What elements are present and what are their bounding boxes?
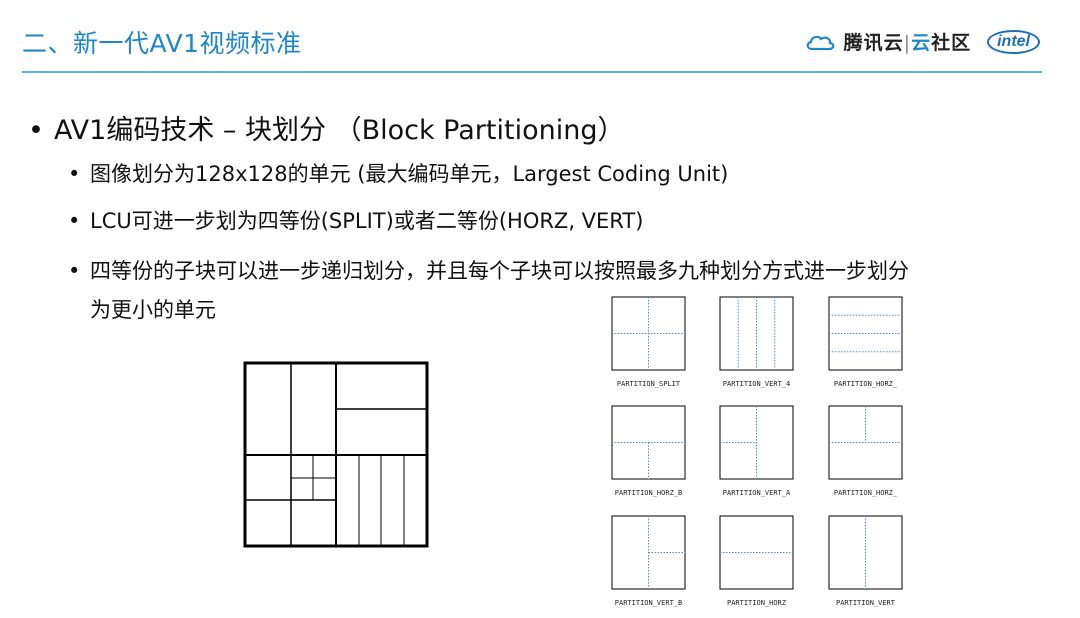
partition-label: PARTITION_VERT_A [723, 489, 791, 497]
bullet-2: •LCU可进一步划为四等份(SPLIT)或者二等份(HORZ, VERT) [68, 209, 644, 233]
partition-label: PARTITION_VERT_4 [723, 380, 790, 388]
partition-label: PARTITION_HORZ_ [834, 489, 898, 497]
partition-label: PARTITION_HORZ_ [834, 380, 898, 388]
partition-split: PARTITION_SPLIT [611, 296, 686, 388]
partition-label: PARTITION_SPLIT [617, 380, 681, 388]
bullet-1: •图像划分为128x128的单元 (最大编码单元，Largest Coding … [68, 162, 729, 186]
intel-logo: intel [987, 29, 1040, 54]
partition-vertb: PARTITION_VERT_B [611, 515, 686, 607]
partition-vert4: PARTITION_VERT_4 [719, 296, 794, 388]
bullet-3: •四等份的子块可以进一步递归划分，并且每个子块可以按照最多九种划分方式进一步划分 [68, 259, 909, 283]
partition-label: PARTITION_VERT [836, 599, 896, 607]
brand-logos: 腾讯云|云社区 intel [804, 28, 1040, 55]
header-divider [22, 71, 1042, 73]
partition-horz: PARTITION_HORZ [719, 515, 794, 607]
partition-horzb: PARTITION_HORZ_B [611, 405, 686, 497]
main-bullet: •AV1编码技术 – 块划分 （Block Partitioning） [28, 115, 625, 146]
partition-label: PARTITION_VERT_B [615, 599, 682, 607]
lcu-partition-example [243, 361, 429, 548]
partition-horz4: PARTITION_HORZ_ [828, 296, 903, 388]
partition-label: PARTITION_HORZ [727, 599, 786, 607]
page-title: 二、新一代AV1视频标准 [22, 29, 302, 58]
brand-name: 腾讯云|云社区 [843, 32, 972, 54]
partition-vert: PARTITION_VERT [828, 515, 903, 607]
partition-horza: PARTITION_HORZ_ [828, 405, 903, 497]
cloud-icon [806, 35, 835, 50]
bullet-3-continuation: 为更小的单元 [90, 298, 216, 322]
partition-label: PARTITION_HORZ_B [615, 489, 682, 497]
partition-verta: PARTITION_VERT_A [719, 405, 794, 497]
